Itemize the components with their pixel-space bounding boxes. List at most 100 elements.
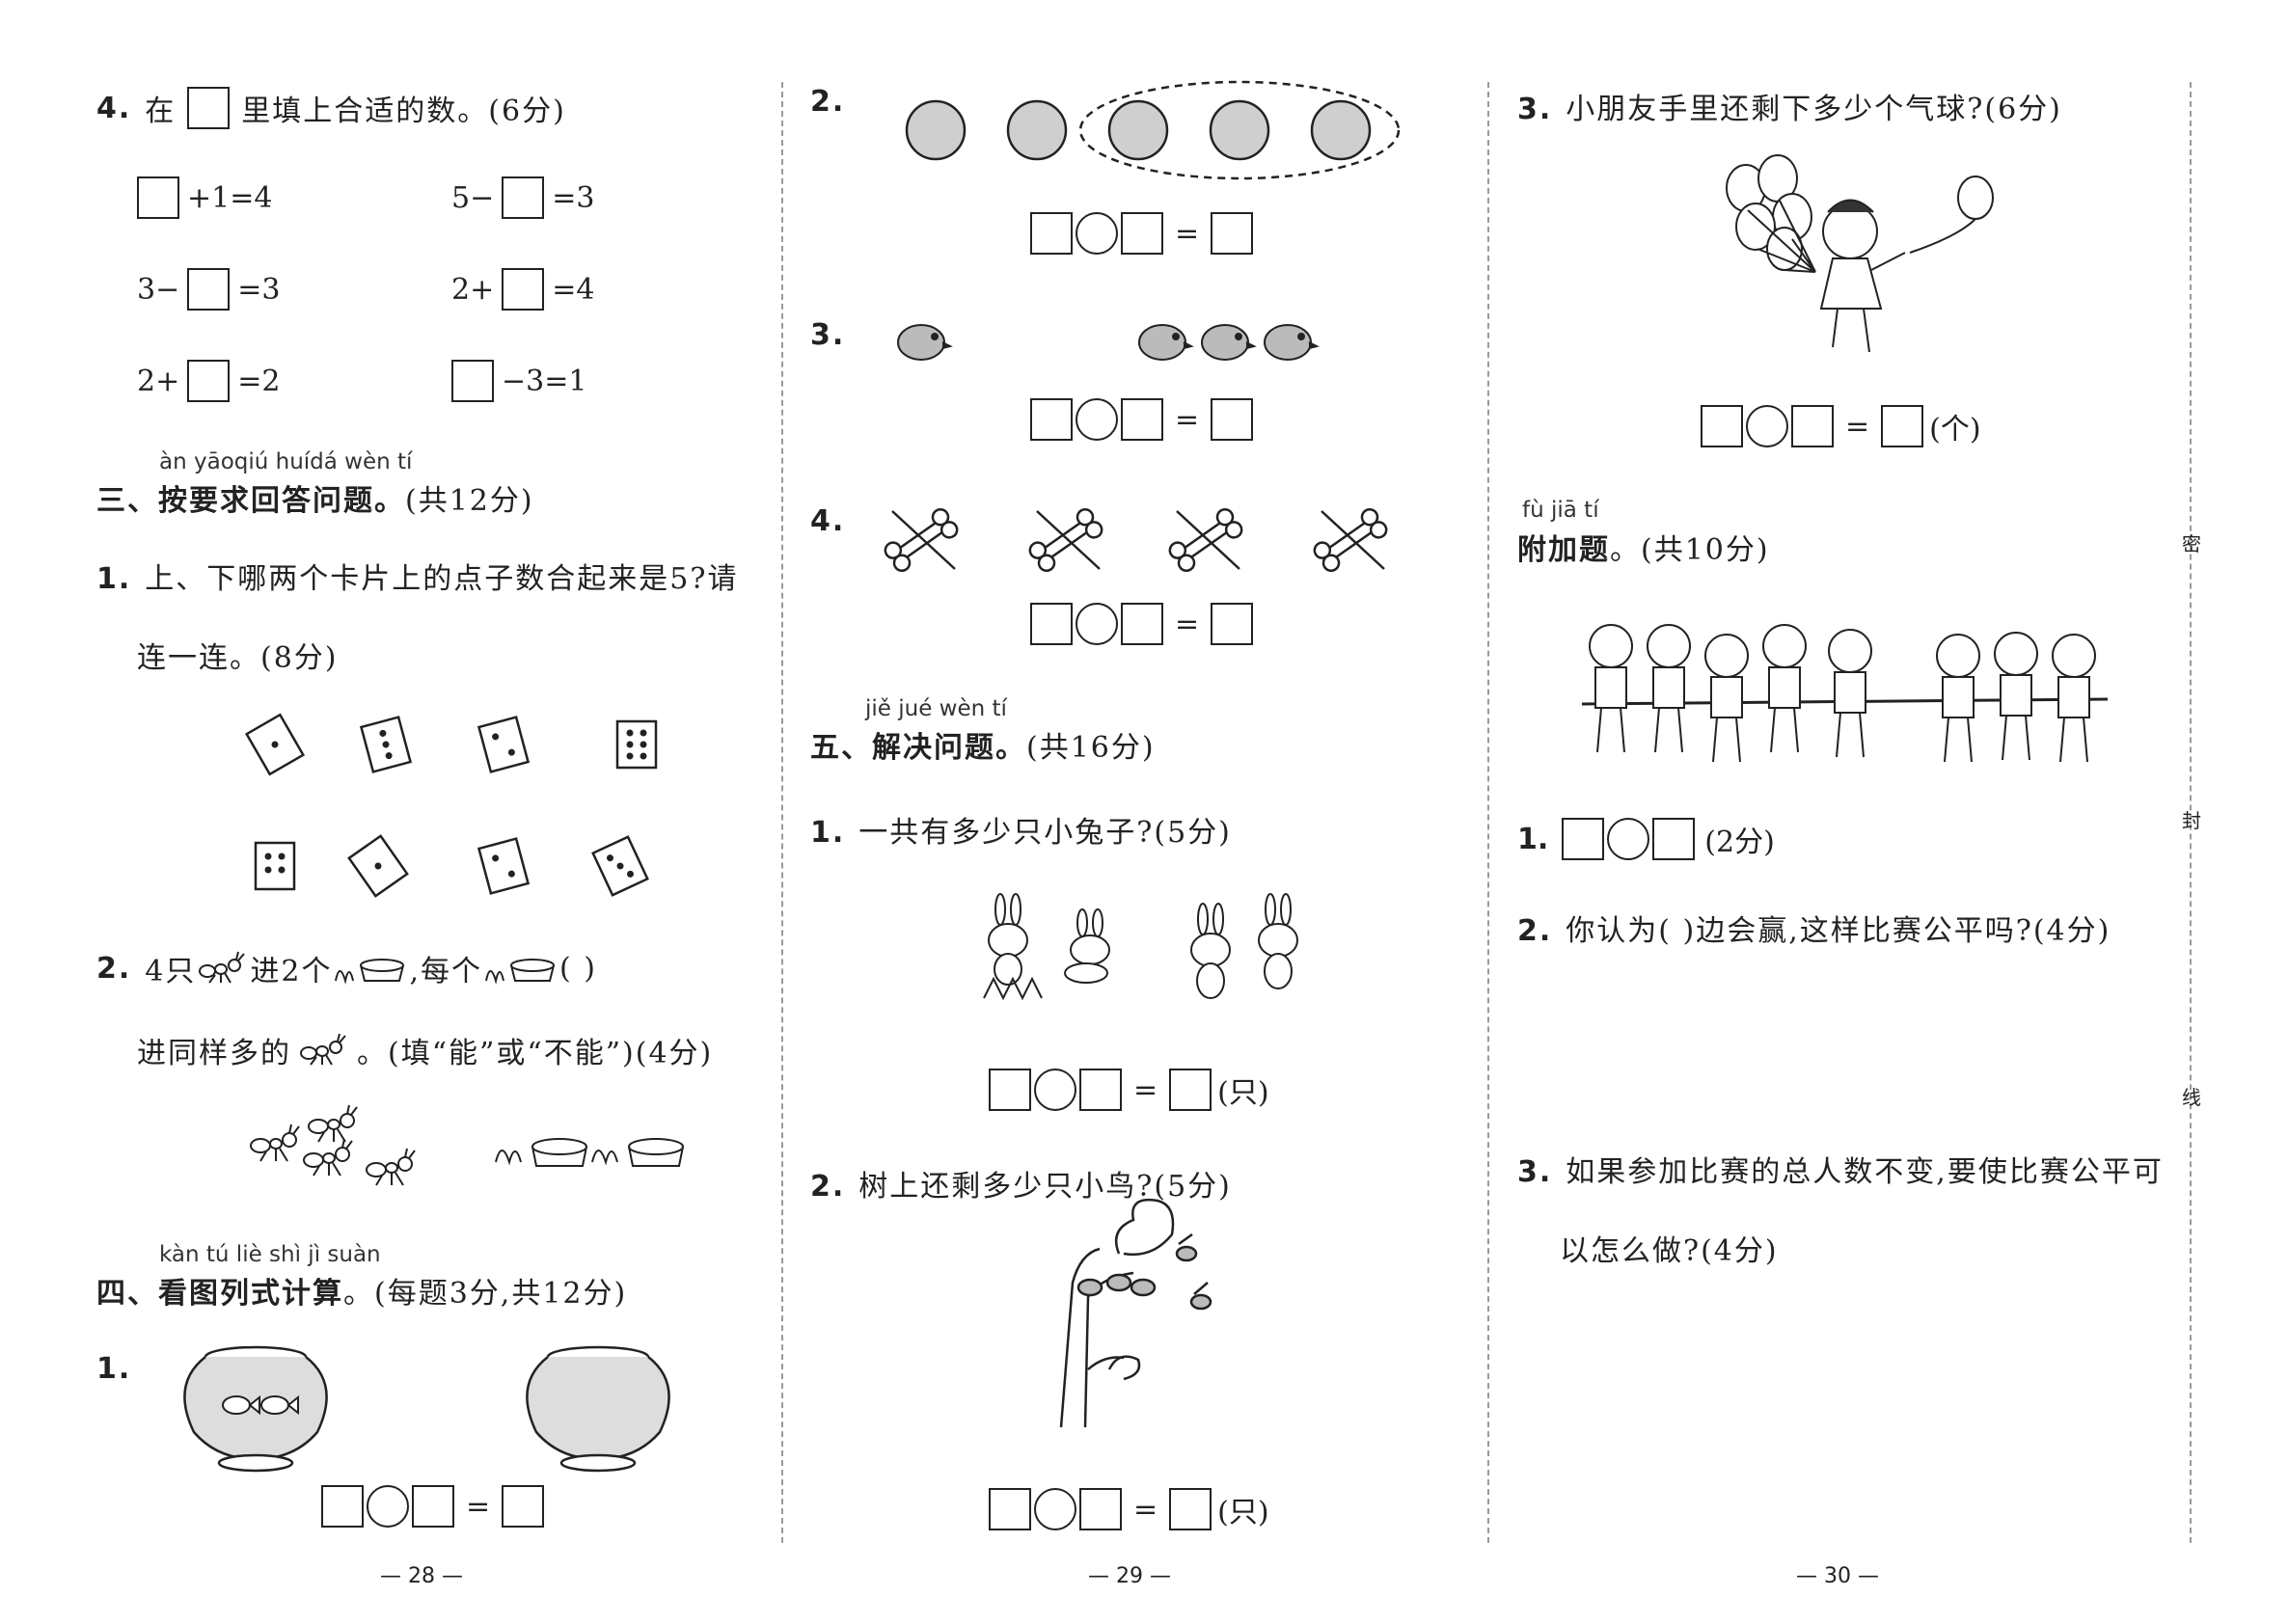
s5-question-3: 3.小朋友手里还剩下多少个气球?(6分)	[1517, 93, 2062, 126]
operator-circle[interactable]	[367, 1485, 409, 1528]
answer-box[interactable]	[451, 360, 494, 402]
s4-question-2: 2.	[810, 85, 846, 119]
question-4-fill-boxes: 4. 在 里填上合适的数。(6分)	[96, 87, 566, 129]
operator-circle[interactable]	[1076, 603, 1118, 645]
answer-box[interactable]	[1211, 398, 1254, 441]
answer-box[interactable]	[1652, 818, 1696, 860]
s3-question-2-line2: 进同样多的 。(填“能”或“不能”)(4分)	[137, 1029, 713, 1071]
answer-box[interactable]	[1211, 212, 1254, 255]
ant-icon	[196, 951, 250, 985]
binding-line	[2190, 82, 2192, 1543]
pinyin: fù jiā tí	[1522, 498, 1599, 523]
operator-circle[interactable]	[1076, 398, 1118, 441]
pinyin: jiě jué wèn tí	[865, 696, 1007, 721]
fill-equation: 5− =3	[451, 176, 594, 219]
section-4-title: 四、看图列式计算。(每题3分,共12分)	[96, 1277, 628, 1311]
section-3-title: 三、按要求回答问题。(共12分)	[96, 484, 534, 518]
equation-row: =	[1030, 603, 1254, 645]
rabbits-illustration	[983, 893, 1298, 1001]
dot-cards-top	[244, 713, 658, 898]
answer-box[interactable]	[1030, 212, 1073, 255]
question-text: 里填上合适的数。(6分)	[241, 95, 566, 128]
dot-card	[591, 835, 649, 897]
s4-question-4: 4.	[810, 504, 846, 538]
equation-row: = (只)	[989, 1488, 1269, 1530]
ant-icon	[297, 1033, 351, 1067]
birds-illustration	[897, 324, 1320, 361]
s3-question-1-line2: 连一连。(8分)	[137, 641, 339, 675]
answer-box[interactable]	[412, 1485, 454, 1528]
bones-illustration	[884, 507, 1388, 573]
answer-box[interactable]	[187, 268, 231, 311]
dot-card	[347, 834, 409, 898]
operator-circle[interactable]	[1034, 1069, 1076, 1111]
answer-box[interactable]	[1169, 1069, 1212, 1111]
answer-box[interactable]	[1881, 405, 1924, 447]
section-5-title: 五、解决问题。(共16分)	[810, 731, 1156, 765]
page-number: — 28 —	[380, 1564, 463, 1588]
column-divider-2	[1487, 82, 1489, 1543]
operator-circle[interactable]	[1746, 405, 1788, 447]
dot-card	[244, 713, 306, 776]
pinyin: kàn tú liè shì jì suàn	[159, 1242, 381, 1267]
answer-box[interactable]	[1211, 603, 1254, 645]
extra-q3: 3.如果参加比赛的总人数不变,要使比赛公平可	[1517, 1155, 2164, 1189]
equation-row: =	[1030, 212, 1254, 255]
fish-bowl-illustration	[183, 1345, 670, 1473]
answer-box[interactable]	[1121, 398, 1163, 441]
operator-circle[interactable]	[1607, 818, 1650, 860]
answer-box[interactable]	[1030, 398, 1073, 441]
leaf-hole-icon	[332, 952, 409, 985]
binding-char: 线	[2182, 1086, 2201, 1109]
answer-box[interactable]	[1169, 1488, 1212, 1530]
answer-box[interactable]	[989, 1488, 1031, 1530]
answer-box[interactable]	[502, 1485, 545, 1528]
fill-equation: 3− =3	[137, 268, 280, 311]
page-number: — 30 —	[1796, 1564, 1879, 1588]
equation-row: = (只)	[989, 1069, 1269, 1111]
question-number: 4.	[96, 91, 132, 125]
page-number: — 29 —	[1088, 1564, 1171, 1588]
answer-box[interactable]	[1562, 818, 1605, 860]
fill-equation: 2+ =2	[137, 360, 280, 402]
answer-box[interactable]	[502, 268, 545, 311]
s3-question-2: 2. 4只 进2个 ,每个 ( )	[96, 951, 597, 989]
dot-card	[477, 716, 531, 773]
answer-box[interactable]	[1079, 1069, 1122, 1111]
s4-question-3: 3.	[810, 318, 846, 352]
equation-row: =	[1030, 398, 1254, 441]
extra-q3-line2: 以怎么做?(4分)	[1560, 1234, 1779, 1268]
answer-box[interactable]	[1030, 603, 1073, 645]
answer-box[interactable]	[1121, 212, 1163, 255]
extra-section-title: 附加题。(共10分)	[1517, 533, 1770, 567]
example-box	[187, 87, 231, 129]
column-divider-1	[781, 82, 783, 1543]
pinyin: àn yāoqiú huídá wèn tí	[159, 449, 413, 474]
answer-box[interactable]	[502, 176, 545, 219]
answer-box[interactable]	[1701, 405, 1743, 447]
fill-equation: −3=1	[451, 360, 586, 402]
answer-box[interactable]	[187, 360, 231, 402]
extra-q2: 2.你认为( )边会赢,这样比赛公平吗?(4分)	[1517, 914, 2111, 948]
fill-equation: +1=4	[137, 176, 272, 219]
dot-card	[615, 719, 658, 770]
binding-char: 封	[2182, 809, 2201, 832]
binding-char: 密	[2182, 532, 2201, 555]
answer-box[interactable]	[321, 1485, 364, 1528]
circles-illustration	[905, 80, 1401, 180]
equation-row: =	[321, 1485, 545, 1528]
tree-birds-illustration	[1059, 1198, 1212, 1428]
s4-question-1: 1.	[96, 1352, 132, 1386]
answer-box[interactable]	[137, 176, 179, 219]
operator-circle[interactable]	[1034, 1488, 1076, 1530]
s3-question-1: 1.上、下哪两个卡片上的点子数合起来是5?请	[96, 562, 739, 596]
answer-box[interactable]	[1079, 1488, 1122, 1530]
answer-box[interactable]	[1121, 603, 1163, 645]
operator-circle[interactable]	[1076, 212, 1118, 255]
answer-blank[interactable]: ( )	[559, 951, 597, 986]
answer-box[interactable]	[989, 1069, 1031, 1111]
equation-row: = (个)	[1701, 405, 1981, 447]
question-prefix: 在	[145, 95, 177, 128]
answer-box[interactable]	[1791, 405, 1834, 447]
dot-card	[359, 716, 413, 773]
